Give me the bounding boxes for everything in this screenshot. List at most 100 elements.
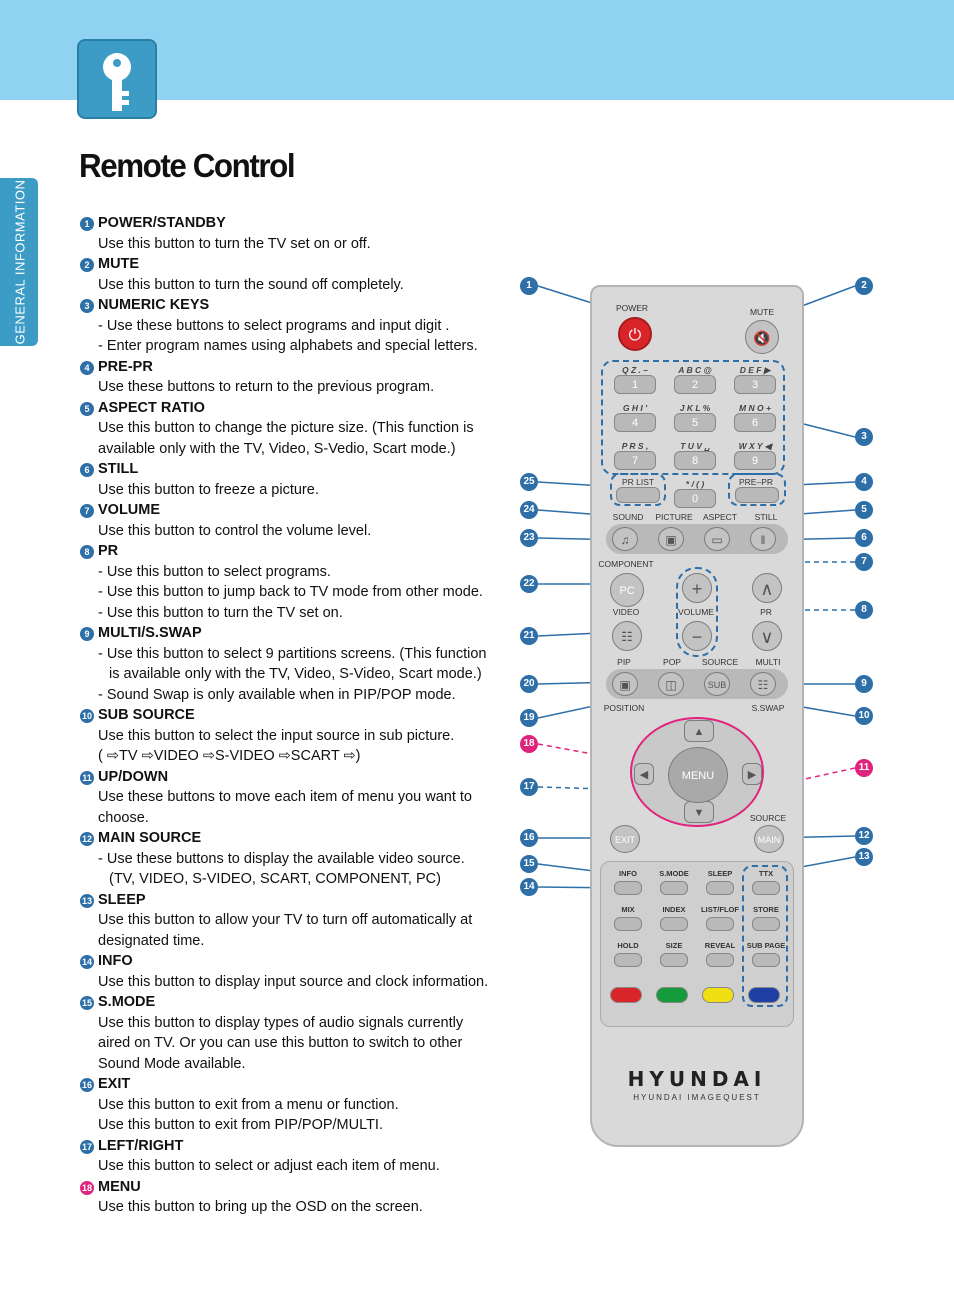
digit-letters-3: D E F ▶: [739, 365, 771, 375]
menu-button[interactable]: MENU: [668, 747, 728, 803]
left-button[interactable]: ◀: [634, 763, 654, 785]
item-title-text: ASPECT RATIO: [98, 399, 205, 416]
item-number-badge: 9: [80, 627, 94, 641]
ttx-button[interactable]: [752, 881, 780, 895]
section-tab: GENERAL INFORMATION: [0, 178, 38, 346]
exit-button[interactable]: EXIT: [610, 825, 640, 853]
right-button[interactable]: ▶: [742, 763, 762, 785]
item-description-line: Use this button to freeze a picture.: [98, 481, 319, 498]
green-key-button[interactable]: [656, 987, 688, 1003]
pop-button[interactable]: ◫: [658, 672, 684, 696]
sub-button[interactable]: SUB: [704, 672, 730, 696]
callout-20: 20: [520, 675, 538, 693]
digit-6-button[interactable]: 6: [734, 413, 776, 432]
smode-button[interactable]: [660, 881, 688, 895]
item-number-badge: 6: [80, 463, 94, 477]
multi-button[interactable]: ☷: [750, 672, 776, 696]
info-label: INFO: [619, 869, 637, 878]
item-description-line: choose.: [98, 809, 149, 826]
item-title-text: MENU: [98, 1178, 141, 1195]
item-title-text: SLEEP: [98, 891, 146, 908]
pr-up-button[interactable]: ∧: [752, 573, 782, 603]
digit-1-button[interactable]: 1: [614, 375, 656, 394]
digit-3-button[interactable]: 3: [734, 375, 776, 394]
digit-letters-4: G H I ': [622, 403, 648, 413]
item-description-line: (TV, VIDEO, S-VIDEO, SCART, COMPONENT, P…: [109, 871, 441, 887]
index-button[interactable]: [660, 917, 688, 931]
digit-0-button[interactable]: 0: [674, 489, 716, 508]
item-number-badge: 3: [80, 299, 94, 313]
blue-key-button[interactable]: [748, 987, 780, 1003]
sleep-label: SLEEP: [707, 869, 733, 878]
still-label: STILL: [754, 512, 778, 522]
info-button[interactable]: [614, 881, 642, 895]
ttx-label: TTX: [758, 869, 774, 878]
mute-label: MUTE: [749, 307, 775, 317]
multi-label: MULTI: [755, 657, 781, 667]
digit-2-button[interactable]: 2: [674, 375, 716, 394]
item-description-line: Use this button to select or adjust each…: [98, 1158, 440, 1174]
item-title-text: UP/DOWN: [98, 768, 169, 785]
still-button[interactable]: ‖: [750, 527, 776, 551]
power-label: POWER: [615, 303, 649, 313]
pop-label: POP: [663, 657, 681, 667]
digit-5-button[interactable]: 5: [674, 413, 716, 432]
video-button[interactable]: ☷: [612, 621, 642, 651]
sound-button[interactable]: ♫: [612, 527, 638, 551]
pre-pr-button[interactable]: [735, 487, 779, 503]
mix-button[interactable]: [614, 917, 642, 931]
item-description-line: Use these buttons to return to the previ…: [98, 379, 435, 395]
item-title-text: LEFT/RIGHT: [98, 1137, 184, 1154]
pc-button[interactable]: PC: [610, 573, 644, 607]
item-title: 17 LEFT/RIGHT: [79, 1136, 484, 1157]
hold-button[interactable]: [614, 953, 642, 967]
store-button[interactable]: [752, 917, 780, 931]
size-button[interactable]: [660, 953, 688, 967]
digit-4-button[interactable]: 4: [614, 413, 656, 432]
callout-16: 16: [520, 829, 538, 847]
digit-8-button[interactable]: 8: [674, 451, 716, 470]
pr-list-button[interactable]: [616, 487, 660, 503]
item-description-line: aired on TV. Or you can use this button …: [98, 1035, 463, 1051]
item-number-badge: 4: [80, 360, 94, 375]
item-title-text: POWER/STANDBY: [98, 215, 226, 231]
digit-7-button[interactable]: 7: [614, 451, 656, 470]
yellow-key-button[interactable]: [702, 987, 734, 1003]
callout-12: 12: [855, 827, 873, 845]
header-band: [0, 0, 954, 100]
up-button[interactable]: ▲: [684, 720, 714, 742]
subpage-button[interactable]: [752, 953, 780, 967]
callout-13: 13: [855, 848, 873, 866]
pip-button[interactable]: ▣: [612, 672, 638, 696]
reveal-button[interactable]: [706, 953, 734, 967]
power-button[interactable]: ⏻: [618, 317, 652, 351]
red-key-button[interactable]: [610, 987, 642, 1003]
sleep-button[interactable]: [706, 881, 734, 895]
source-main-label: SOURCE: [749, 813, 787, 823]
main-button[interactable]: MAIN: [754, 825, 784, 853]
item-description-line: Use this button to turn the TV set on or…: [98, 235, 371, 252]
callout-4: 4: [855, 473, 873, 491]
aspect-button[interactable]: ▭: [704, 527, 730, 551]
down-button[interactable]: ▼: [684, 801, 714, 823]
picture-label: PICTURE: [655, 512, 693, 522]
mute-button[interactable]: 🔇: [745, 320, 779, 354]
picture-button[interactable]: ▣: [658, 527, 684, 551]
listflof-button[interactable]: [706, 917, 734, 931]
pr-down-button[interactable]: ∨: [752, 621, 782, 651]
item-description-line: Use this button to control the volume le…: [98, 522, 372, 539]
digit-9-button[interactable]: 9: [734, 451, 776, 470]
item-number-badge: 17: [80, 1139, 94, 1154]
pr-list-label: PR LIST: [621, 477, 655, 487]
